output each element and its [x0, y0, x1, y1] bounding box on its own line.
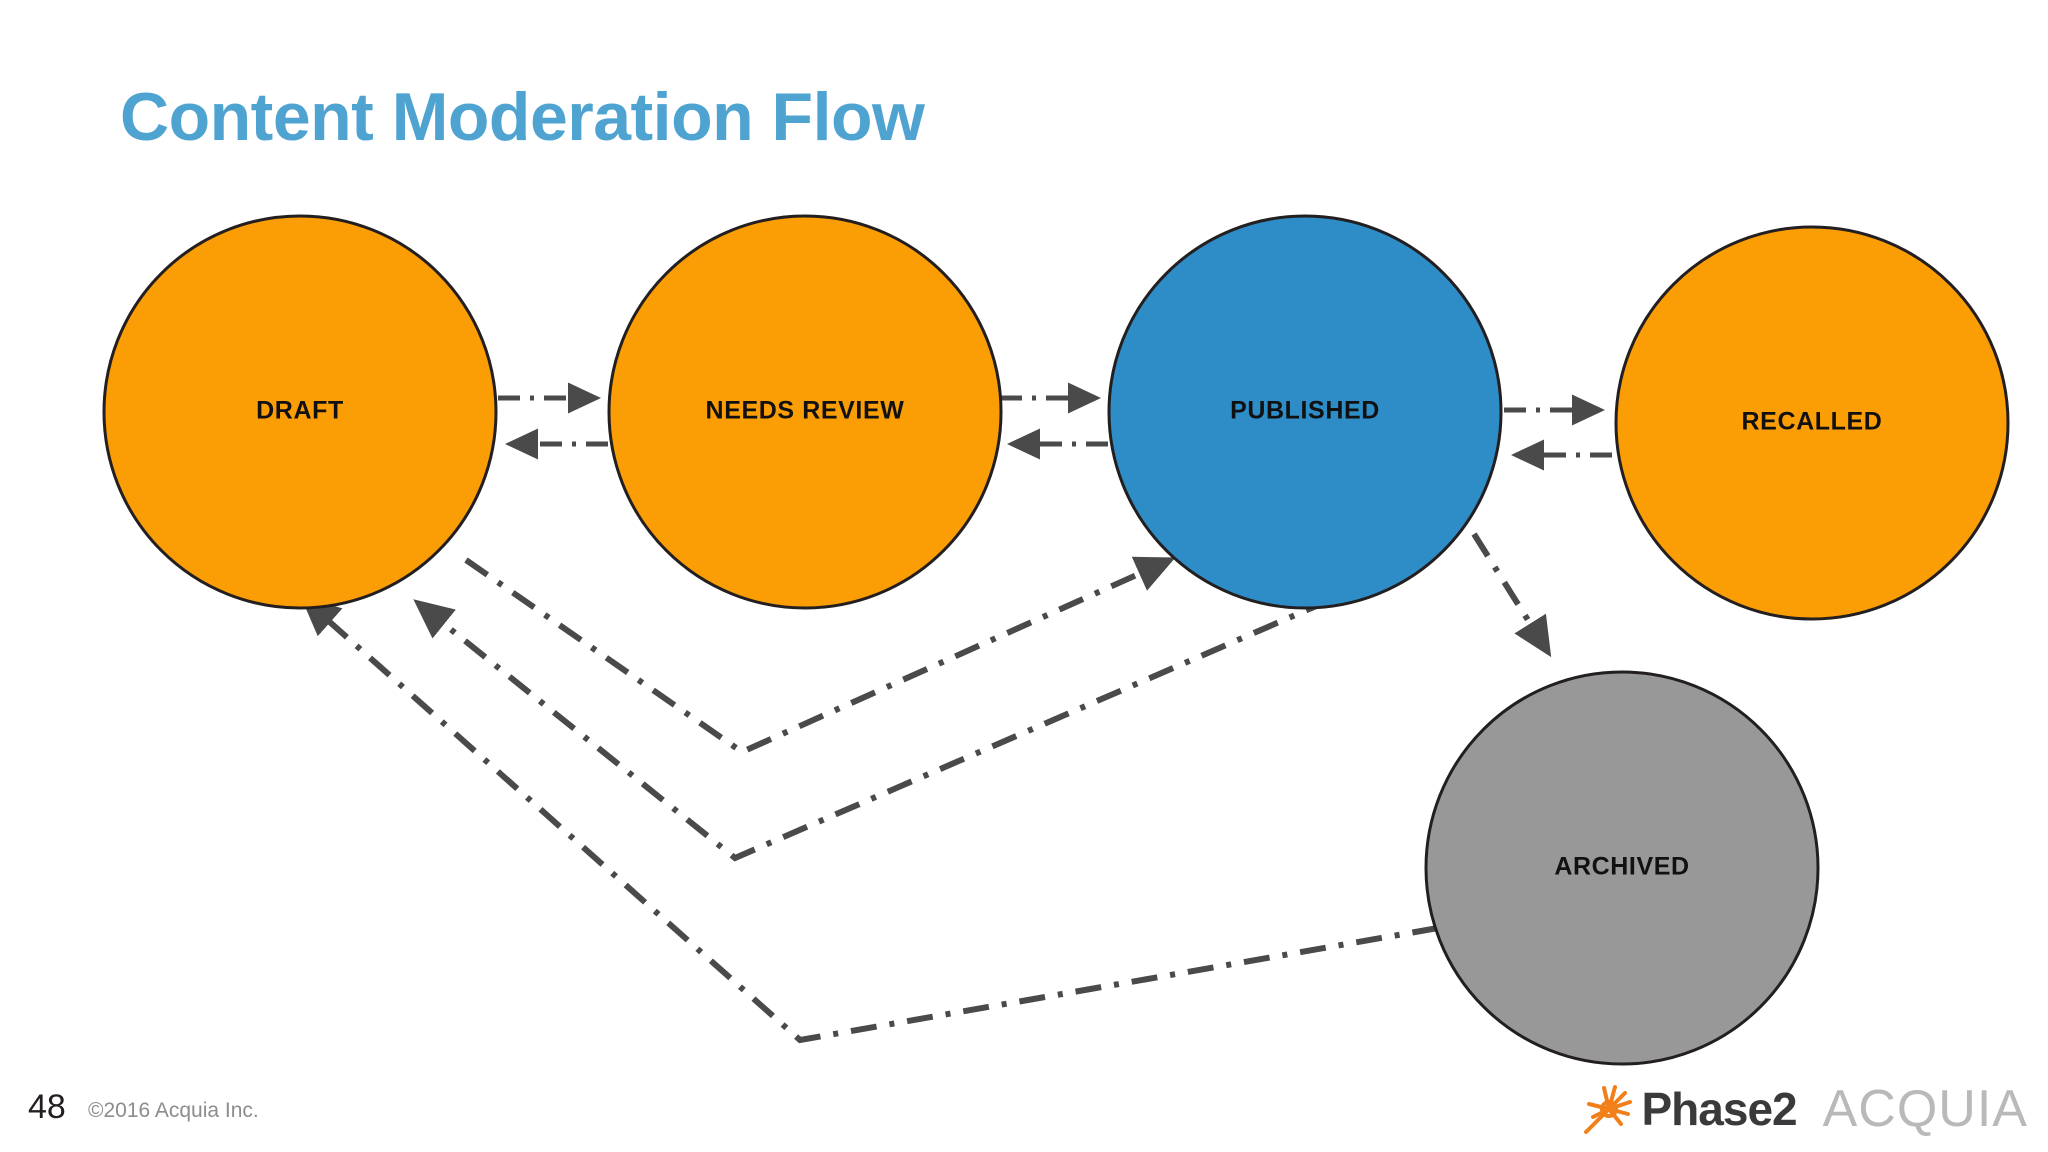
logo-bar: Phase2 ACQUIA: [1580, 1078, 2029, 1140]
node-needs-review[interactable]: NEEDS REVIEW: [607, 214, 1003, 610]
nodes-layer: DRAFT NEEDS REVIEW PUBLISHED RECALLED AR…: [102, 214, 2010, 1066]
phase2-wordmark: Phase2: [1641, 1083, 1798, 1135]
node-recalled[interactable]: RECALLED: [1614, 225, 2010, 621]
node-draft-label: DRAFT: [256, 397, 344, 425]
edge-published-to-archived: [1471, 532, 1552, 658]
node-archived-label: ARCHIVED: [1554, 853, 1689, 881]
node-needs-review-circle[interactable]: [607, 214, 1003, 610]
node-recalled-circle[interactable]: [1614, 225, 2010, 621]
copyright-notice: ©2016 Acquia Inc.: [88, 1099, 259, 1122]
node-draft-circle[interactable]: [102, 214, 498, 610]
node-published-circle[interactable]: [1107, 214, 1503, 610]
node-archived-circle[interactable]: [1424, 670, 1820, 1066]
node-published[interactable]: PUBLISHED: [1107, 214, 1503, 610]
edge-published-to-draft: [413, 597, 1332, 862]
node-archived[interactable]: ARCHIVED: [1424, 670, 1820, 1066]
edge-needs-review-to-published-lower: [464, 556, 1176, 756]
edges-layer: [300, 382, 1612, 1044]
page-title: Content Moderation Flow: [120, 79, 925, 155]
page-number: 48: [28, 1088, 66, 1126]
node-recalled-label: RECALLED: [1742, 408, 1883, 436]
node-needs-review-label: NEEDS REVIEW: [706, 397, 905, 425]
phase2-logo: Phase2: [1580, 1080, 1798, 1138]
node-draft[interactable]: DRAFT: [102, 214, 498, 610]
edge-archived-to-draft: [300, 596, 1439, 1044]
node-published-label: PUBLISHED: [1230, 397, 1380, 425]
acquia-wordmark: ACQUIA: [1822, 1080, 2028, 1138]
starburst-icon: [1583, 1085, 1632, 1134]
